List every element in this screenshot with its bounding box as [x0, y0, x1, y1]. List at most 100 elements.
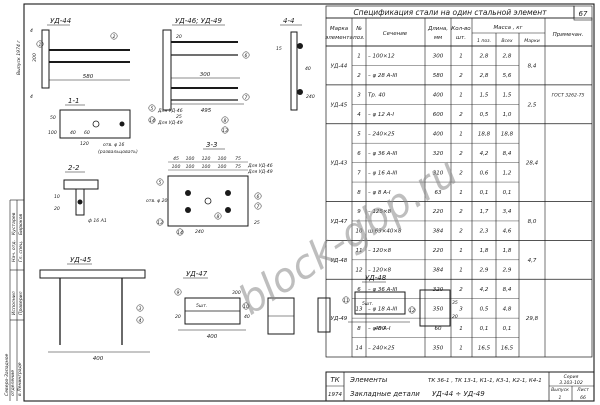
spec-mark-total: 4,7 [528, 258, 537, 264]
drawing-ud47-side [267, 297, 295, 335]
left-stamp-strip: Выпуск 1974 г Северо-Западное отделение … [4, 4, 25, 401]
spec-cell-length: 220 [433, 209, 444, 215]
spec-cell-section: – φ 8 A-I [368, 190, 391, 196]
spec-cell-mall: 1,5 [503, 93, 512, 99]
sec11-hole: отв. φ 16 [103, 142, 125, 148]
sec22-dim-10: 10 [54, 194, 60, 200]
spec-cell-section: – 120×8 [368, 268, 392, 274]
spec-cell-qty: 2 [459, 229, 463, 235]
spec-cell-section: – 240×25 [368, 131, 395, 137]
spec-cell-pos: 8 [357, 326, 361, 332]
hdr-mass-all: Всех [501, 38, 513, 44]
issue-year-vertical: Выпуск 1974 г [16, 40, 22, 75]
spec-cell-qty: 2 [459, 112, 463, 118]
section-2-2: 2-2 10 20 ф 16 А1 [54, 164, 107, 224]
spec-cell-m1: 1,7 [480, 209, 489, 215]
spec-cell-length: 350 [433, 306, 444, 312]
spec-cell-section: – φ 28 A-III [368, 73, 398, 79]
org-line-2: отделение [11, 370, 16, 396]
spec-mark-total: 8,4 [528, 63, 537, 69]
spec-cell-length: 400 [433, 131, 444, 137]
spec-title: Спецификация стали на один стальной элем… [353, 8, 547, 17]
spec-cell-pos: 13 [356, 306, 363, 312]
spec-mark-name: УД-44 [331, 63, 348, 69]
hdr-section: Сечение [383, 31, 408, 37]
spec-cell-pos: 5 [357, 131, 361, 137]
hdr-mass-mark: Марки [524, 38, 539, 44]
hdr-mass-one: 1 поз. [477, 38, 491, 44]
signature-spec: Гл. спец. [18, 241, 24, 262]
ud4649-title: УД-46; УД-49 [175, 17, 222, 25]
sec11-dim-50: 50 [50, 115, 56, 121]
tb-org: ТК [330, 376, 340, 384]
spec-cell-section: – 240×25 [368, 345, 395, 351]
sec33-dim-top: 100 [218, 156, 227, 162]
ud45-title: УД-45 [70, 256, 92, 264]
sec22-rebar: ф 16 А1 [88, 218, 107, 224]
spec-cell-section: – φ 36 A-III [368, 151, 398, 157]
spec-cell-mall: 1,8 [503, 248, 512, 254]
spec-cell-length: 400 [433, 93, 444, 99]
spec-cell-m1: 0,1 [480, 326, 489, 332]
signature-head: Нач. отд. [11, 240, 17, 262]
ud4649-dim-300: 300 [200, 72, 211, 78]
sec11-dim-120: 120 [80, 141, 89, 147]
ud44-sec-mark-bottom: 4 [30, 94, 33, 100]
sec33-pos-5: 5 [159, 180, 162, 186]
spec-cell-qty: 1 [459, 93, 463, 99]
spec-cell-length: 384 [433, 229, 444, 235]
spec-cell-m1: 16,5 [478, 345, 491, 351]
ud47-dim-20: 20 [175, 314, 181, 320]
ud4649-pos-8: 8 [224, 118, 227, 124]
spec-cell-mall: 4,6 [503, 229, 512, 235]
spec-cell-m1: 18,8 [478, 131, 491, 137]
ud48-pos-12: 12 [409, 308, 415, 314]
spec-cell-length: 220 [433, 248, 444, 254]
ud4649-dim-25: 25 [176, 114, 182, 120]
sec33-dim-top2: 100 [186, 164, 195, 170]
drawing-ud47: УД-47 400 300 20 40 5шт. 9 10 [174, 270, 250, 340]
tb-range: УД-44 ÷ УД-49 [432, 390, 485, 398]
ud47-title: УД-47 [186, 270, 208, 278]
section-4-4: 4-4 15 40 240 [276, 17, 315, 111]
ud47-dim-400: 400 [207, 334, 218, 340]
sec33-dim-top: 100 [186, 156, 195, 162]
spec-mark-total: 2,5 [528, 102, 537, 108]
spec-mark-name: УД-43 [331, 161, 348, 167]
tb-issue: 1 [559, 395, 562, 401]
hdr-pos-2: поз. [353, 35, 365, 41]
ud48-dim-35: 35 [452, 300, 458, 306]
spec-cell-m1: 0,5 [480, 306, 489, 312]
ud44-dim-length: 580 [83, 74, 94, 80]
signature-check: Проверил [18, 291, 24, 315]
ud45-pos-3: 3 [139, 306, 142, 312]
spec-mark-note: ГОСТ 3262-75 [552, 93, 585, 99]
drawing-ud48: УД-48 5шт. 400 35 20 11 12 [317, 274, 458, 333]
tb-sheet: 66 [580, 395, 586, 401]
spec-cell-qty: 1 [459, 326, 463, 332]
sec33-pos-14: 14 [177, 230, 183, 236]
spec-cell-m1: 2,9 [480, 268, 489, 274]
ud48-weld: 5шт. [362, 301, 373, 307]
spec-cell-pos: 10 [356, 229, 363, 235]
ud4649-pos-13: 13 [222, 128, 228, 134]
spec-cell-m1: 1,8 [480, 248, 489, 254]
hdr-pos-1: № [355, 26, 362, 32]
spec-cell-length: 63 [435, 190, 442, 196]
ud45-dim-400: 400 [93, 356, 104, 362]
spec-mark-name: УД-45 [331, 102, 348, 108]
drawing-ud44: УД-44 580 300 1 2 4 4 [30, 17, 130, 100]
spec-cell-section: – 125×8 [368, 209, 392, 215]
sec33-dim-top: 120 [202, 156, 211, 162]
sec33-pos-8: 8 [217, 214, 220, 220]
spec-cell-section: – φ 36 A-III [368, 287, 398, 293]
hdr-length-1: Длина, [427, 26, 448, 32]
spec-cell-pos: 4 [357, 112, 361, 118]
ud44-pos-1: 1 [39, 42, 42, 48]
tb-codes: ТК 36-1 , ТК 13-1, К1-1, К3-1, К2-1, К4-… [428, 378, 542, 384]
spec-cell-qty: 1 [459, 268, 463, 274]
